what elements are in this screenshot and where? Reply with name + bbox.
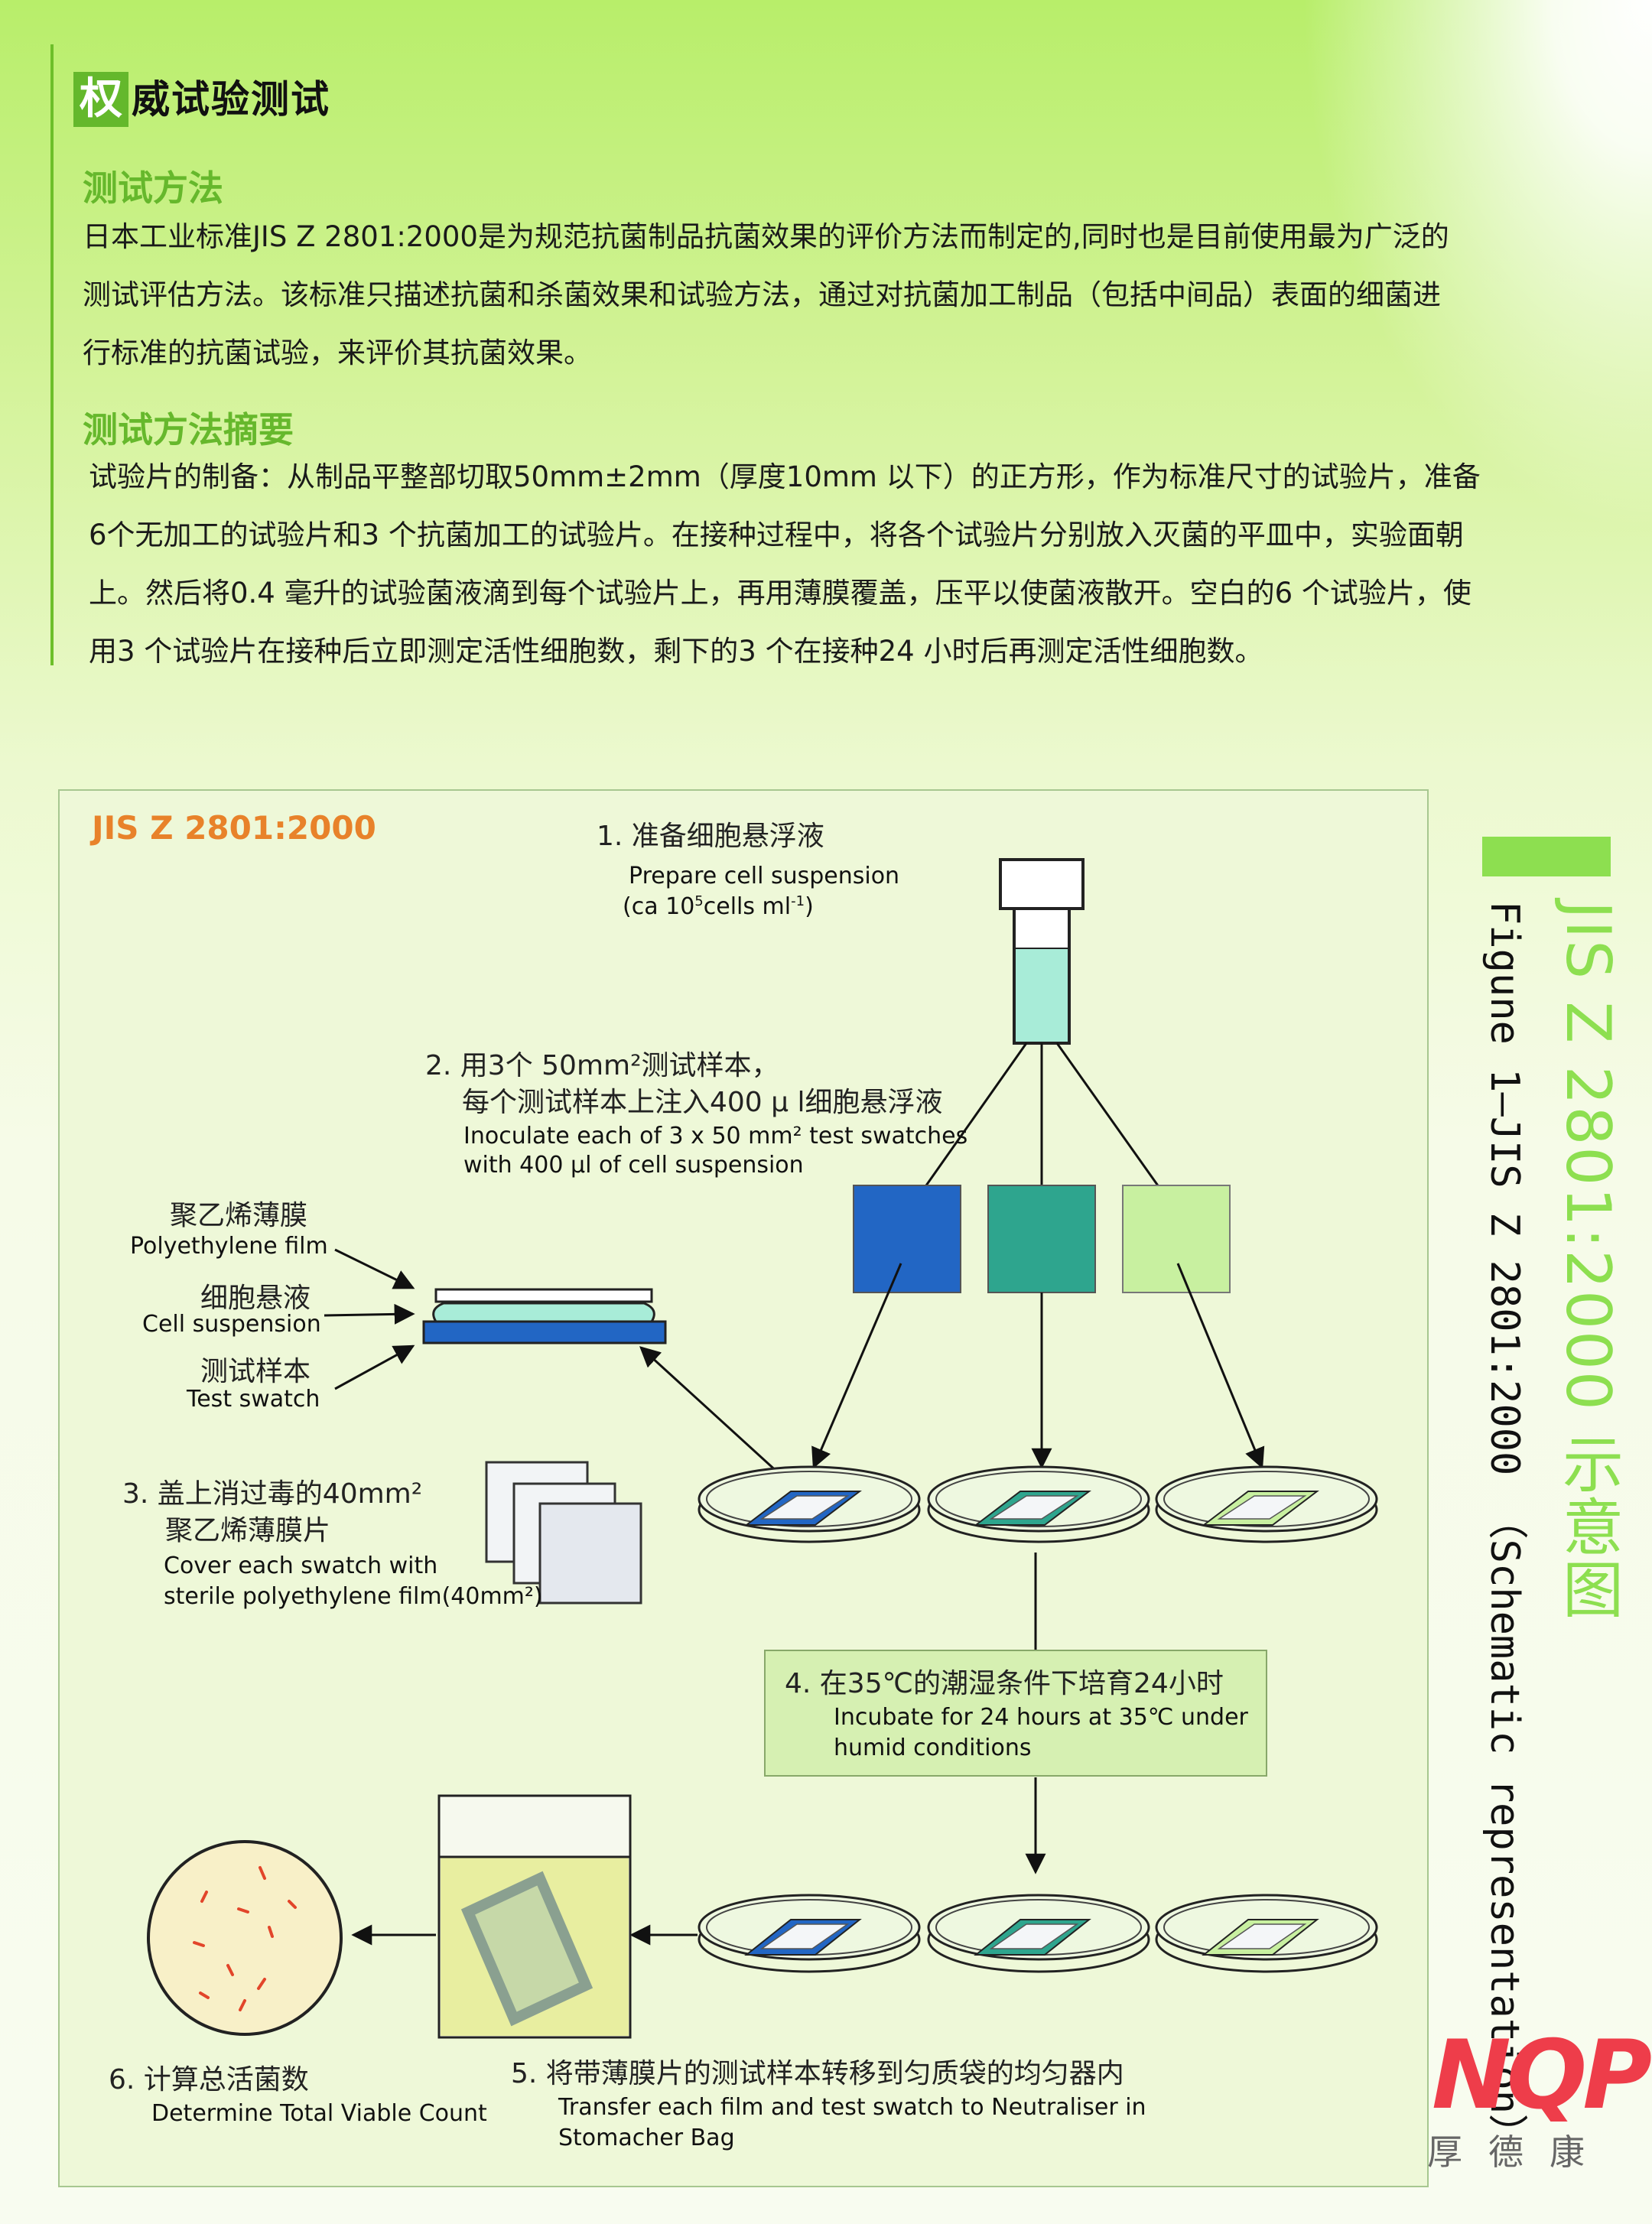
- step2-en-2: with 400 μl of cell suspension: [463, 1152, 804, 1179]
- film-label-cn: 聚乙烯薄膜: [170, 1200, 308, 1231]
- step1-en-1: Prepare cell suspension: [629, 863, 900, 889]
- section1-line-2: 测试评估方法。该标准只描述抗菌和杀菌效果和试验方法，通过对抗菌加工制品（包括中间…: [83, 278, 1441, 311]
- step4-en-1: Incubate for 24 hours at 35℃ under: [834, 1704, 1248, 1731]
- step2-cn-2: 每个测试样本上注入400 μ l细胞悬浮液: [462, 1087, 943, 1118]
- nqp-logo: NQP: [1432, 2021, 1652, 2131]
- step1-cn: 1. 准备细胞悬浮液: [597, 821, 824, 852]
- swatch-to-dish-arrows: [811, 1263, 1265, 1469]
- step5-en-1: Transfer each film and test swatch to Ne…: [558, 2094, 1146, 2121]
- step5-en-2: Stomacher Bag: [558, 2125, 735, 2151]
- section2-line-2: 6个无加工的试验片和3 个抗菌加工的试验片。在接种过程中，将各个试验片分别放入灭…: [89, 519, 1464, 551]
- step2-cn-1: 2. 用3个 50mm²测试样本，: [425, 1050, 779, 1081]
- step6-en: Determine Total Viable Count: [151, 2100, 487, 2127]
- step1-en-2: (ca 105cells ml-1): [623, 893, 814, 920]
- section-title-method-summary: 测试方法摘要: [83, 409, 294, 450]
- swatch-blue: [853, 1185, 961, 1293]
- step3-cn-1: 3. 盖上消过毒的40mm²: [122, 1478, 423, 1510]
- petri-dish-row-1: [698, 1465, 1378, 1543]
- section1-line-3: 行标准的抗菌试验，来评价其抗菌效果。: [83, 337, 592, 369]
- section2-line-4: 用3 个试验片在接种后立即测定活性细胞数，剩下的3 个在接种24 小时后再测定活…: [89, 635, 1263, 668]
- diagram-standard-label: JIS Z 2801:2000: [92, 809, 376, 847]
- logo-cn-text: 厚德康: [1427, 2131, 1611, 2173]
- swatch-light-green: [1122, 1185, 1231, 1293]
- incubate-box: [764, 1650, 1267, 1777]
- swatch-label-en: Test swatch: [187, 1386, 320, 1413]
- layer-stack-diagram: [422, 1288, 667, 1344]
- stomacher-bag-icon: [437, 1794, 632, 2039]
- step2-en-1: Inoculate each of 3 x 50 mm² test swatch…: [463, 1123, 968, 1149]
- side-accent-bar: [1482, 837, 1611, 876]
- side-title-black: Figune 1–JIS Z 2801:2000 （Schematic repr…: [1481, 901, 1527, 2154]
- section2-line-3: 上。然后将0.4 毫升的试验菌液滴到每个试验片上，再用薄膜覆盖，压平以使菌液散开…: [89, 577, 1472, 610]
- step6-cn: 6. 计算总活菌数: [109, 2064, 309, 2096]
- left-accent-line: [50, 44, 54, 665]
- step3-en-2: sterile polyethylene film(40mm²): [164, 1583, 543, 1610]
- step4-cn: 4. 在35℃的潮湿条件下培育24小时: [785, 1668, 1224, 1699]
- colony-petri-dish-icon: [147, 1840, 343, 2036]
- step3-en-1: Cover each swatch with: [164, 1553, 438, 1579]
- test-tube-icon: [999, 858, 1085, 1045]
- cell-label-cn: 细胞悬液: [200, 1283, 311, 1314]
- film-sheets-icon: [485, 1461, 642, 1605]
- side-title-green: JIS Z 2801:2000 示意图: [1553, 901, 1624, 1621]
- header-first-char: 权: [73, 72, 128, 127]
- cell-label-en: Cell suspension: [142, 1311, 321, 1338]
- section2-line-1: 试验片的制备：从制品平整部切取50mm±2mm（厚度10mm 以下）的正方形，作…: [89, 460, 1481, 493]
- swatch-teal: [987, 1185, 1096, 1293]
- section-title-test-method: 测试方法: [83, 167, 223, 209]
- step4-en-2: humid conditions: [834, 1735, 1032, 1761]
- background-highlight: [1300, 0, 1652, 535]
- swatch-label-cn: 测试样本: [200, 1356, 311, 1387]
- layer-arrows: [324, 1248, 798, 1491]
- petri-dish-row-2: [698, 1894, 1378, 1973]
- step5-cn: 5. 将带薄膜片的测试样本转移到匀质袋的均匀器内: [511, 2058, 1124, 2089]
- section1-line-1: 日本工业标准JIS Z 2801:2000是为规范抗菌制品抗菌效果的评价方法而制…: [83, 220, 1449, 253]
- step3-cn-2: 聚乙烯薄膜片: [165, 1515, 331, 1546]
- film-label-en: Polyethylene film: [130, 1233, 328, 1260]
- page-title: 威试验测试: [132, 77, 330, 122]
